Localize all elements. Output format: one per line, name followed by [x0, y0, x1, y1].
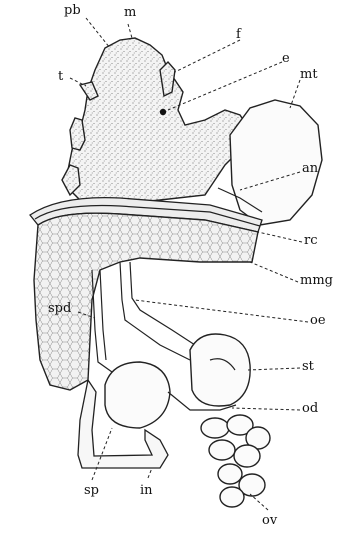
label-mmg: mmg — [300, 274, 333, 287]
left-lobe — [70, 118, 85, 150]
head-body — [68, 38, 250, 205]
spermoduct-2 — [100, 270, 106, 360]
label-m: m — [124, 6, 136, 19]
eye — [160, 109, 166, 115]
label-ov: ov — [262, 514, 277, 527]
label-od: od — [302, 402, 318, 415]
label-st: st — [302, 360, 314, 373]
label-e: e — [282, 52, 290, 65]
label-pb: pb — [64, 4, 81, 17]
label-sp: sp — [84, 484, 99, 497]
label-spd: spd — [48, 302, 71, 315]
label-t: t — [58, 70, 63, 83]
label-f: f — [236, 28, 241, 41]
label-an: an — [302, 162, 318, 175]
spermatheca — [105, 362, 170, 428]
label-oe: oe — [310, 314, 326, 327]
label-mt: mt — [300, 68, 318, 81]
stomach — [190, 334, 250, 406]
ovary — [201, 415, 270, 507]
oesophagus-2 — [130, 262, 195, 345]
label-in: in — [140, 484, 153, 497]
label-rc: rc — [304, 234, 318, 247]
